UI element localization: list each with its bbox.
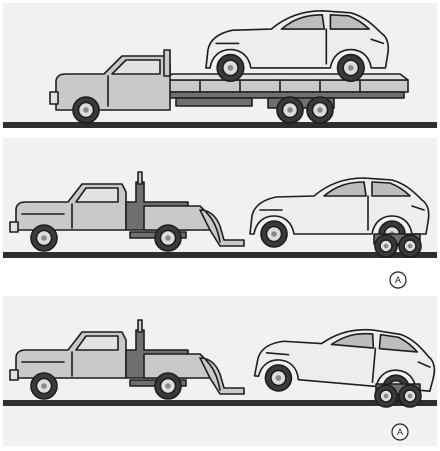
- wheel-lift-panel-2: A: [3, 296, 437, 446]
- ground-line: [3, 122, 437, 128]
- ground-line: [3, 400, 437, 406]
- wheel-lift-panel-1: A: [3, 138, 437, 288]
- callout-a-label: A: [395, 275, 401, 285]
- flatbed-panel: [3, 3, 437, 128]
- callout-a-marker: A: [392, 424, 408, 440]
- callout-a-label: A: [397, 427, 403, 437]
- callout-a-marker: A: [390, 272, 406, 288]
- ground-line: [3, 252, 437, 258]
